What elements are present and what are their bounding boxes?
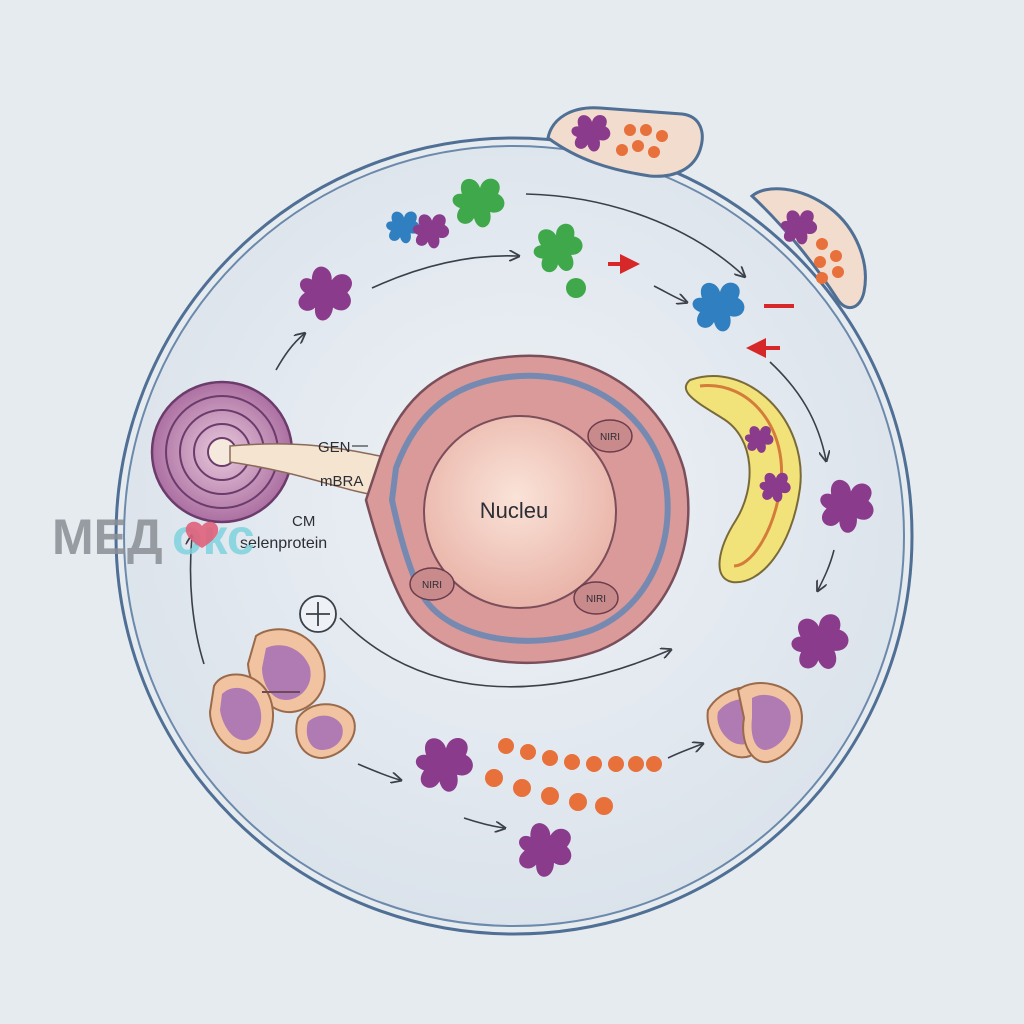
nuclear-body-label-2: NIRI [422,580,442,591]
vesicle-cargo-top [571,114,668,158]
protein-green-middle [528,220,589,298]
plus-icon [299,595,337,633]
vesicle-cargo-right [780,210,844,284]
nucleus-label: Nucleu [480,498,548,523]
mbra-label: mBRA [320,473,363,490]
inhibition-marks [608,254,794,358]
gen-label: GEN [318,439,351,456]
selenprotein-label: selenprotein [240,535,327,552]
cm-label: CM [292,513,315,530]
watermark-part1: МЕД [52,509,163,565]
mitochondria-lower-left [208,628,356,760]
mitochondria-lower-right [706,682,803,764]
flow-arrows [191,193,835,828]
cell-membrane-outer [114,136,914,936]
heart-icon [185,521,219,548]
nucleus [364,354,690,665]
nuclear-body-label-3: NIRI [586,594,606,605]
granule-chain [485,738,662,815]
mitochondrion-right [684,375,802,584]
watermark-logo: МЕД окс [52,509,255,565]
nuclear-body-label-1: NIRI [600,432,620,443]
